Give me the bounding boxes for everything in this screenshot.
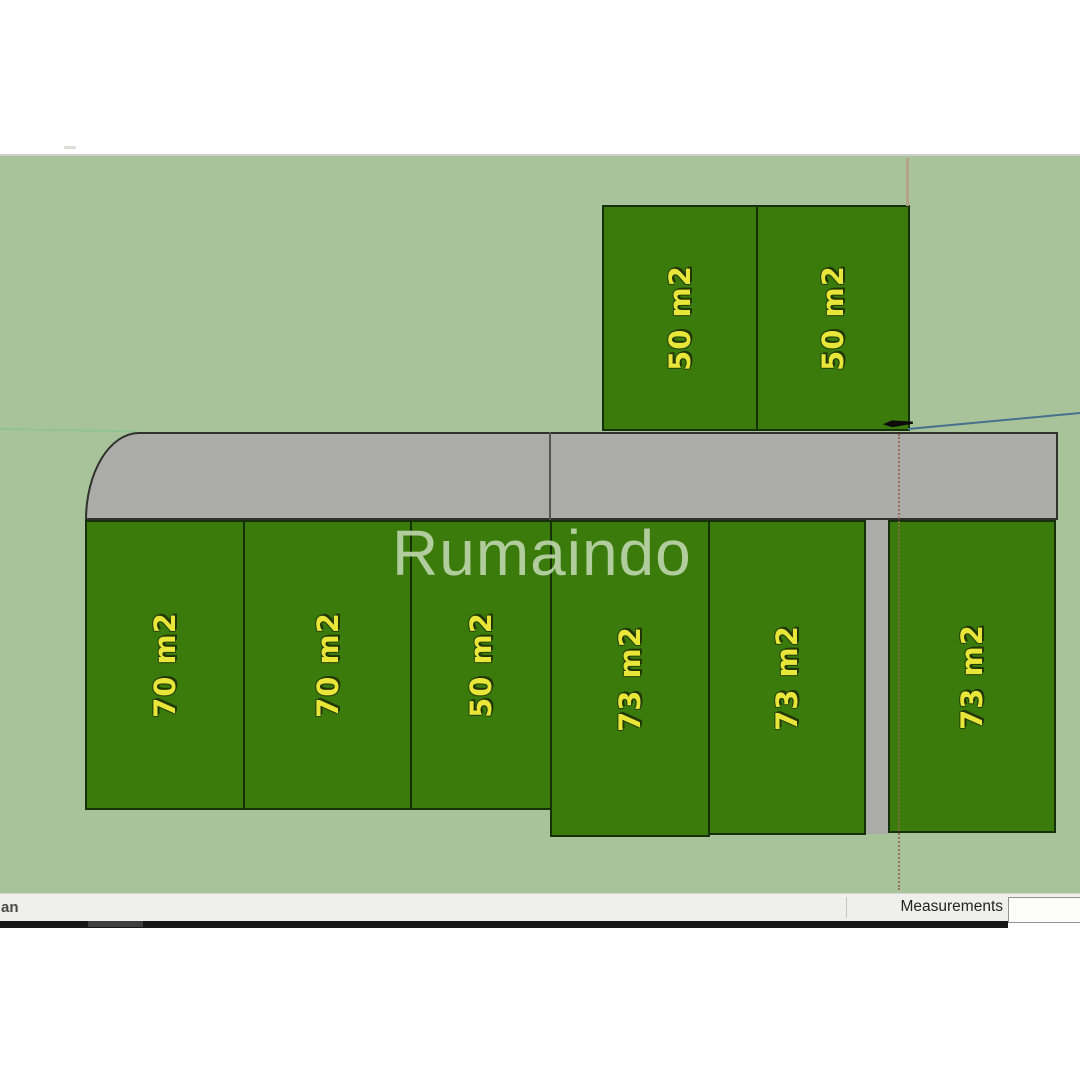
land-plot-2[interactable]: 70 m2 bbox=[243, 520, 412, 810]
road-edge-line bbox=[549, 432, 551, 520]
land-plot-1[interactable]: 70 m2 bbox=[85, 520, 245, 810]
area-label: 50 m2 bbox=[463, 612, 498, 718]
stray-mark bbox=[64, 146, 76, 149]
area-label: 73 m2 bbox=[612, 625, 647, 732]
land-plot-5[interactable]: 73 m2 bbox=[708, 520, 866, 835]
measurements-input[interactable] bbox=[1008, 897, 1080, 923]
land-plot-6[interactable]: 73 m2 bbox=[888, 520, 1056, 833]
bottom-scrollbar[interactable] bbox=[0, 920, 1008, 928]
status-bar: an Measurements bbox=[0, 893, 1080, 923]
land-plot-3[interactable]: 50 m2 bbox=[410, 520, 552, 810]
measurements-label: Measurements bbox=[900, 898, 1003, 915]
tan-guide-line bbox=[906, 158, 909, 206]
green-axis-line bbox=[0, 428, 138, 433]
drawing-canvas[interactable]: 50 m2 50 m2 70 m2 70 m2 50 m2 73 m2 73 m… bbox=[0, 154, 1080, 894]
land-plot-4[interactable]: 73 m2 bbox=[550, 520, 710, 837]
dotted-guide-line bbox=[898, 434, 900, 890]
area-label: 70 m2 bbox=[310, 612, 345, 718]
land-plot-top-2[interactable]: 50 m2 bbox=[756, 205, 910, 431]
land-plot-top-1[interactable]: 50 m2 bbox=[602, 205, 758, 431]
area-label: 73 m2 bbox=[954, 623, 989, 730]
alley-strip bbox=[866, 520, 888, 834]
area-label: 73 m2 bbox=[769, 624, 804, 731]
area-label: 50 m2 bbox=[815, 265, 850, 371]
road-surface[interactable] bbox=[85, 432, 1058, 520]
area-label: 50 m2 bbox=[662, 265, 697, 371]
status-divider bbox=[846, 897, 847, 918]
scrollbar-thumb[interactable] bbox=[88, 921, 143, 927]
blue-dimension-line bbox=[907, 411, 1080, 430]
area-label: 70 m2 bbox=[147, 612, 182, 718]
status-left-text: an bbox=[1, 899, 19, 916]
